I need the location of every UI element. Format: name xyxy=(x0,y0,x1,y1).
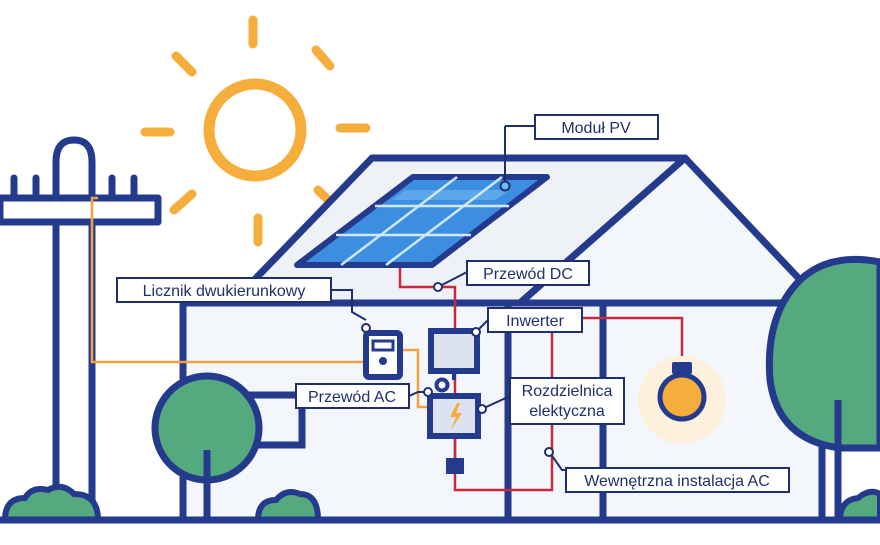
pv-panel xyxy=(294,174,550,268)
light-bulb-icon xyxy=(638,356,726,444)
label-internal-ac: Wewnętrzna instalacja AC xyxy=(544,447,790,493)
label-pv-module: Moduł PV xyxy=(499,114,659,192)
utility-pole xyxy=(0,136,162,520)
switchboard-label-line2: elektyczna xyxy=(529,403,605,420)
internal-ac-label: Wewnętrzna instalacja AC xyxy=(584,473,770,490)
dc-cable-label: Przewód DC xyxy=(483,266,573,283)
inverter-label: Inwerter xyxy=(506,313,564,330)
label-dc-cable: Przewód DC xyxy=(433,260,590,292)
ac-wires xyxy=(90,196,430,409)
bidirectional-meter-icon xyxy=(363,330,403,380)
label-ac-cable: Przewód AC xyxy=(295,383,433,409)
tree-right xyxy=(765,255,880,520)
label-inverter: Inwerter xyxy=(471,307,583,337)
label-bidirectional-meter: Licznik dwukierunkowy xyxy=(116,277,371,333)
tree-left xyxy=(151,372,263,520)
pv-module-label: Moduł PV xyxy=(561,120,631,137)
bushes xyxy=(1,483,880,523)
switchboard-label-line1: Rozdzielnica xyxy=(522,383,613,400)
inverter-icon xyxy=(428,328,480,393)
switchboard-icon xyxy=(427,393,481,474)
bidirectional-meter-label: Licznik dwukierunkowy xyxy=(143,283,306,300)
label-switchboard: Rozdzielnica elektyczna xyxy=(477,377,625,425)
ac-cable-label: Przewód AC xyxy=(308,389,396,406)
sun-icon xyxy=(140,15,371,247)
